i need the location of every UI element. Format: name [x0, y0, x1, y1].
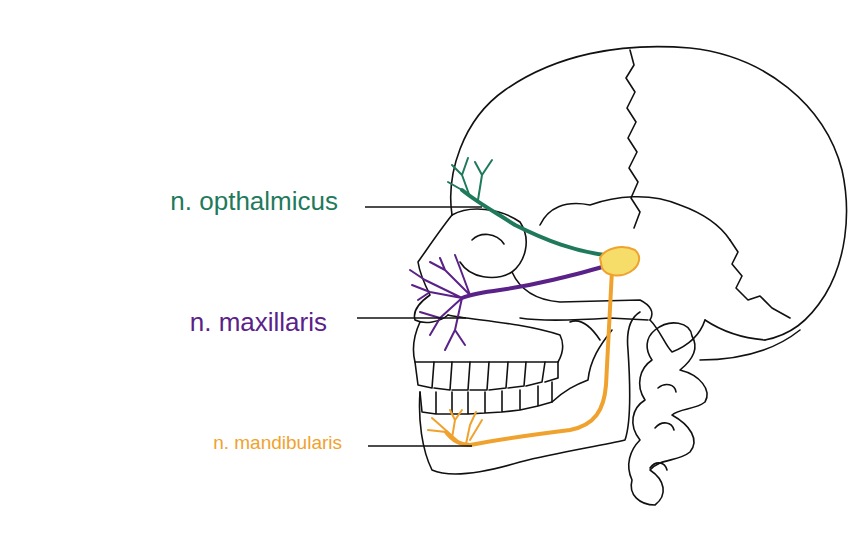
mandibular-branches	[428, 410, 482, 444]
cervical-spine	[629, 323, 707, 505]
orbit-inner	[472, 234, 504, 244]
leader-line	[368, 445, 472, 447]
occipital-base	[700, 320, 800, 360]
lower-teeth	[420, 382, 552, 414]
ophthalmic-nerve	[462, 190, 612, 256]
maxilla	[414, 315, 563, 362]
zygomatic-arch-lower	[520, 318, 648, 320]
orbit	[452, 209, 526, 277]
leader-line	[357, 317, 466, 319]
mastoid	[650, 320, 705, 352]
nerve-label: n. opthalmicus	[170, 188, 338, 214]
maxillary-nerve	[462, 266, 606, 298]
nerve-label: n. maxillaris	[190, 309, 327, 335]
zygomatic-bone	[512, 272, 652, 320]
maxillary-branches	[410, 255, 470, 350]
coronal-suture	[626, 50, 640, 228]
vertebra-detail	[650, 385, 676, 470]
lambdoid-suture	[730, 240, 790, 318]
cranium-outline	[451, 47, 847, 340]
leader-line	[365, 206, 482, 208]
mandibular-nerve	[446, 270, 612, 445]
squamous-suture	[540, 197, 730, 240]
trigeminal-ganglion	[600, 247, 639, 275]
nerve-label: n. mandibularis	[213, 433, 342, 452]
upper-teeth	[415, 362, 558, 390]
ophthalmic-branches	[448, 158, 492, 200]
nasal-bone	[414, 215, 452, 322]
coronoid-process	[570, 321, 600, 340]
